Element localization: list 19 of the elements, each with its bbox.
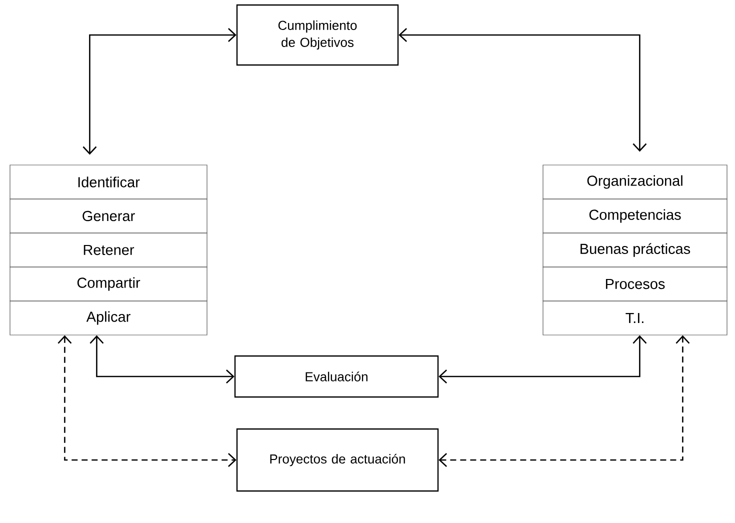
- text-box: Proyectos de actuación: [236, 428, 439, 492]
- arrow: [438, 335, 647, 384]
- arrow: [58, 335, 236, 467]
- arrow: [438, 335, 690, 467]
- arrow: [398, 28, 647, 152]
- arrow: [82, 28, 236, 155]
- table-row: Aplicar: [10, 300, 208, 336]
- table-row: Retener: [10, 232, 208, 268]
- text-box: Cumplimiento de Objetivos: [236, 4, 399, 66]
- table-row: Organizacional: [542, 164, 728, 200]
- table-row: Generar: [10, 198, 208, 234]
- table-row: T.I.: [542, 300, 728, 336]
- arrow: [90, 335, 234, 384]
- table-row: Identificar: [10, 164, 208, 200]
- table-row: Competencias: [542, 198, 728, 234]
- table-row: Procesos: [542, 266, 728, 302]
- text-box: Evaluación: [234, 355, 439, 398]
- table-row: Buenas prácticas: [542, 232, 728, 268]
- table-row: Compartir: [10, 266, 208, 302]
